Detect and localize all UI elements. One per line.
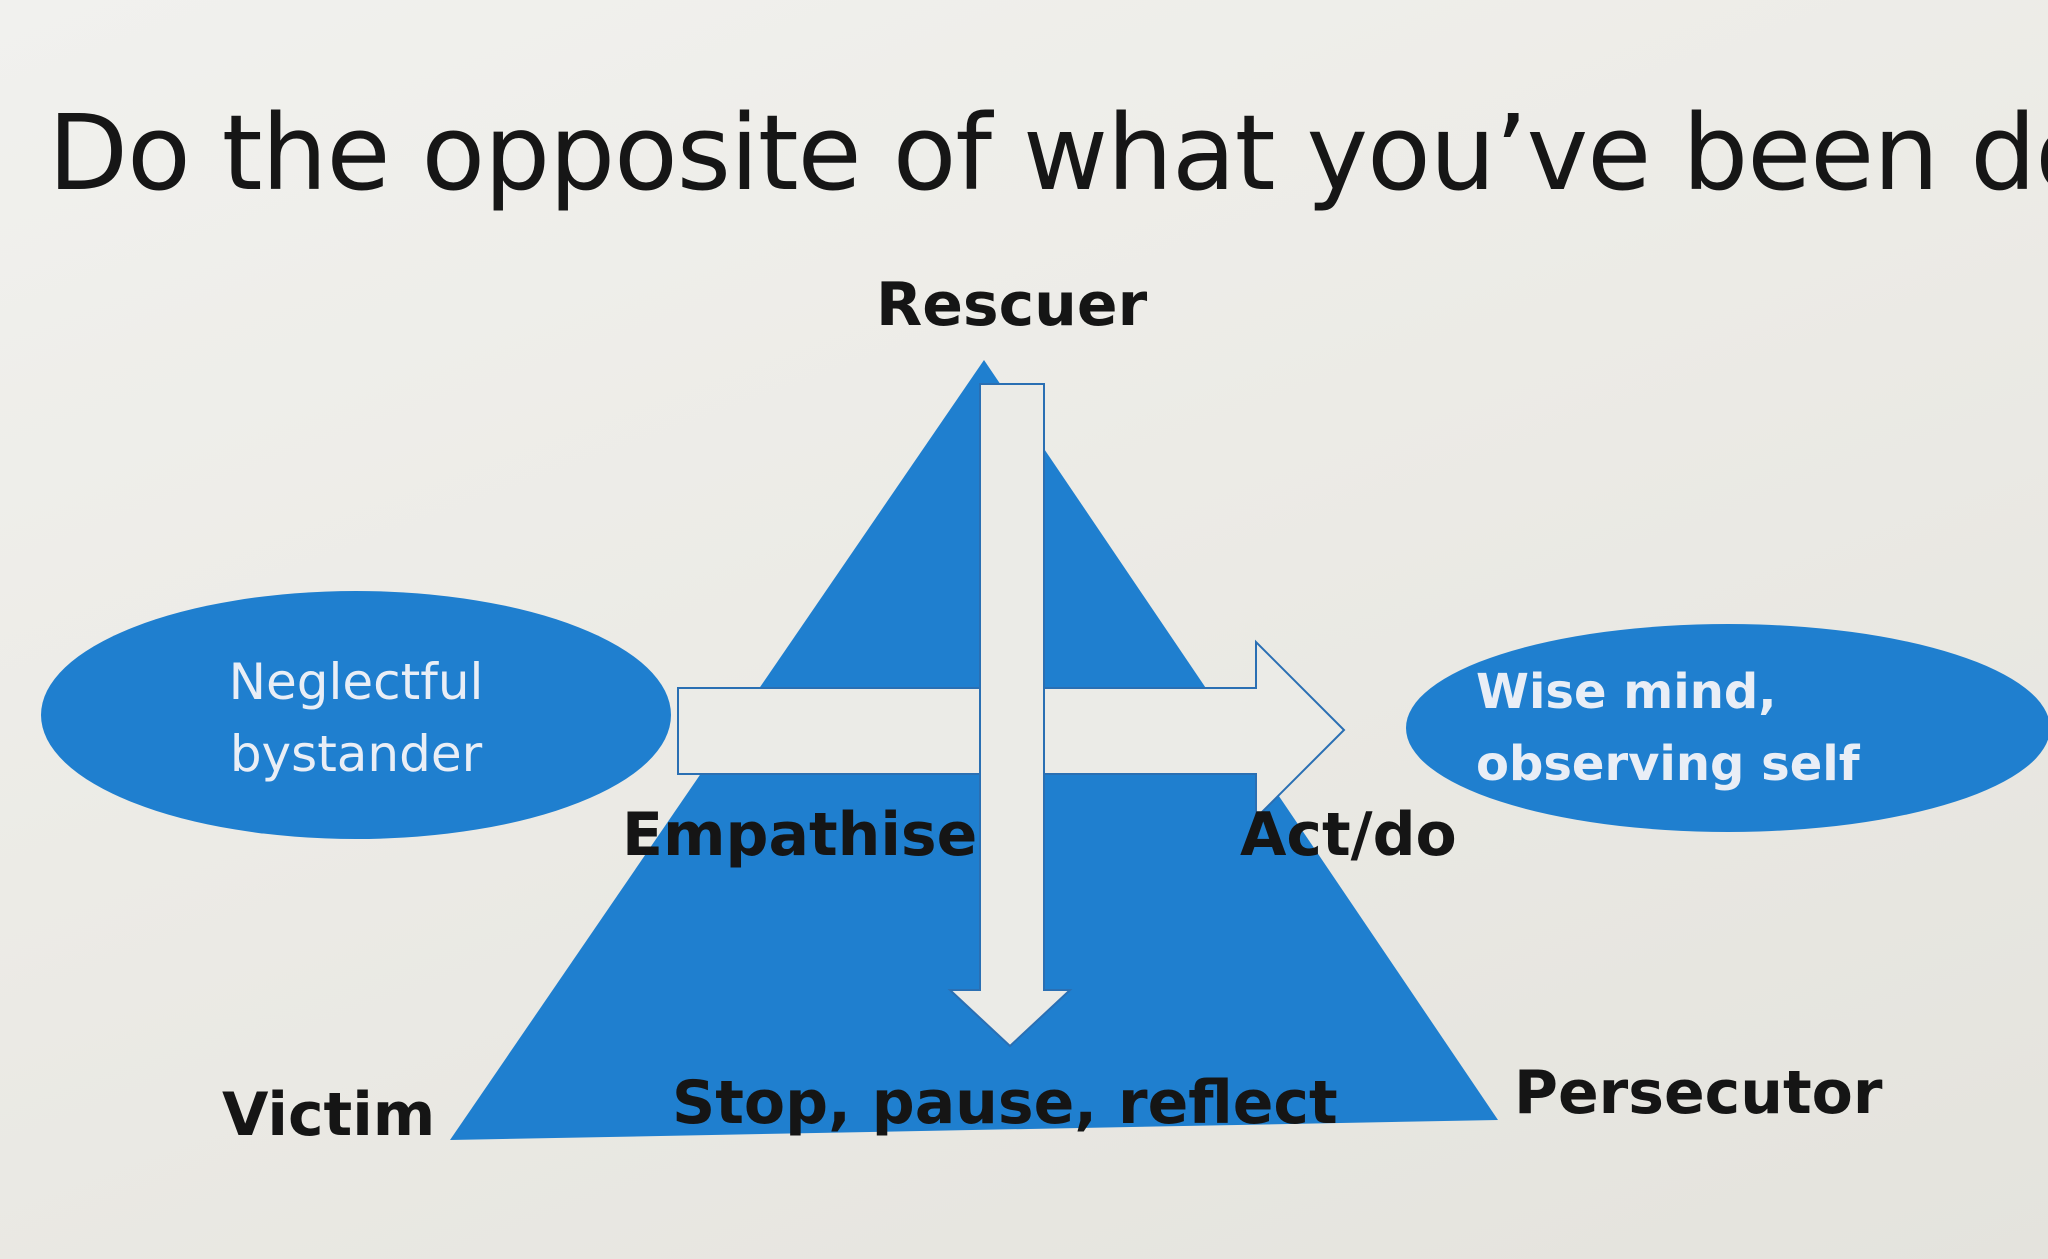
victim-label: Victim — [222, 1080, 436, 1150]
ellipse-line: observing self — [1476, 736, 1860, 792]
wise-mind-text: Wise mind, observing self — [1476, 656, 1868, 800]
vertical-arrow — [947, 383, 1073, 1048]
empathise-label: Empathise — [622, 800, 978, 870]
wise-mind-ellipse — [1406, 624, 2048, 832]
rescuer-label: Rescuer — [876, 270, 1148, 340]
ellipse-line: Neglectful — [228, 653, 484, 711]
slide-title: Do the opposite of what you’ve been doin… — [48, 92, 2048, 214]
persecutor-label: Persecutor — [1514, 1058, 1883, 1128]
neglectful-bystander-ellipse — [41, 591, 671, 839]
neglectful-bystander-text: Neglectful bystander — [110, 646, 602, 790]
ellipse-line: Wise mind, — [1476, 664, 1777, 720]
stop-pause-reflect-label: Stop, pause, reflect — [672, 1068, 1338, 1138]
act-do-label: Act/do — [1240, 800, 1457, 870]
ellipse-line: bystander — [229, 725, 483, 783]
